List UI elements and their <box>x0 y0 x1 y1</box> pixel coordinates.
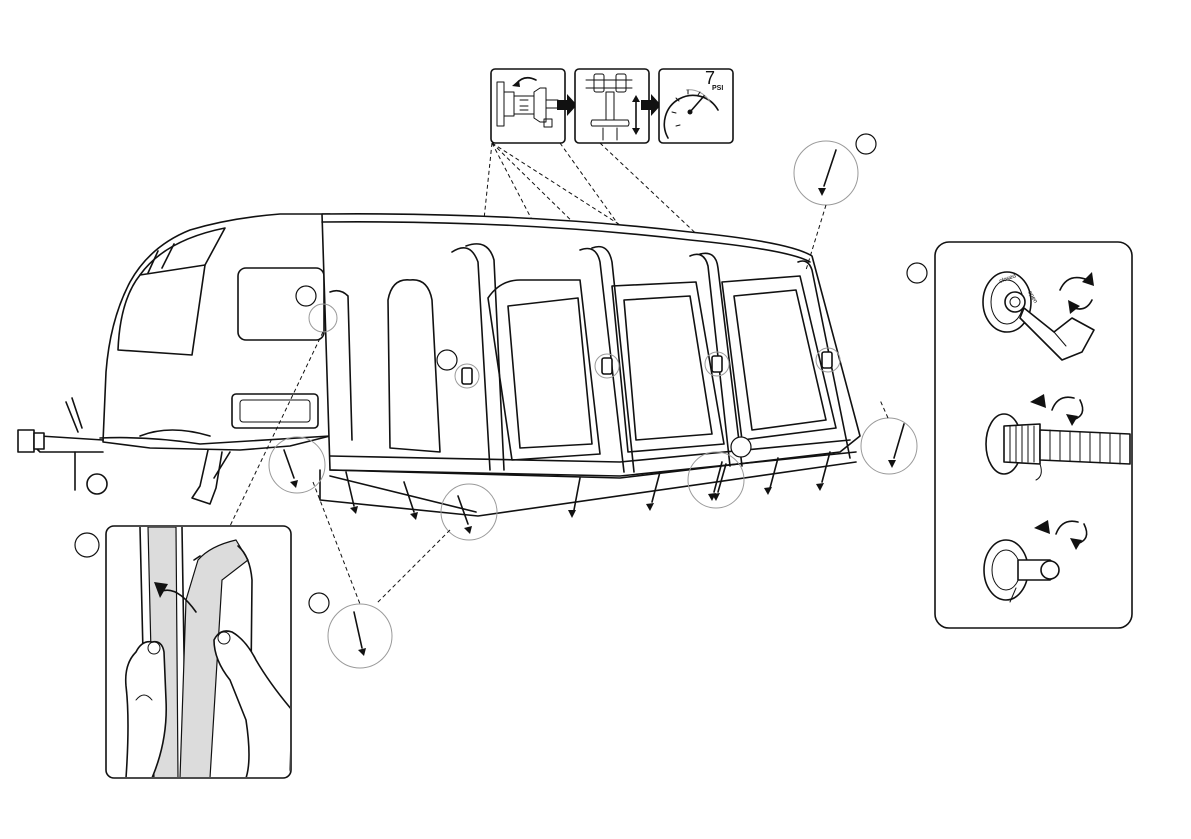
badge-zip <box>75 533 99 557</box>
badge-peg-detail <box>309 593 329 613</box>
pressure-unit: PSI <box>712 85 723 92</box>
inflation-steps-strip: 7 PSI <box>491 68 733 143</box>
valve-panel: closed open <box>935 242 1132 628</box>
badge-beam <box>437 350 457 370</box>
badge-roof <box>856 134 876 154</box>
awning <box>320 214 860 516</box>
badge-peg <box>731 437 751 457</box>
badge-valves <box>907 263 927 283</box>
step-connect-pump <box>491 69 565 143</box>
step-pump <box>575 69 649 143</box>
badge-caravan <box>296 286 316 306</box>
zip-detail-panel <box>106 526 292 778</box>
step-pressure: 7 PSI <box>659 68 733 143</box>
caravan <box>18 214 330 504</box>
